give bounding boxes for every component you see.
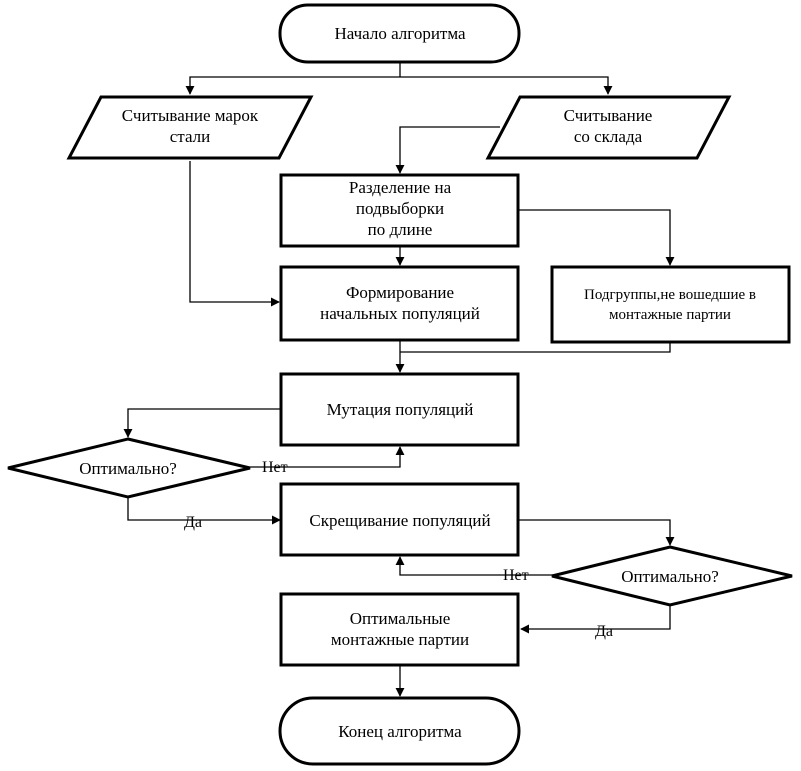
- crossover-label: Скрещивание популяций: [309, 511, 490, 530]
- read-grades-line-1: Считывание марок: [122, 106, 259, 125]
- node-optimal-2: Оптимально?: [551, 545, 793, 607]
- edge-label-no-2: Нет: [503, 567, 529, 584]
- split-line-3: по длине: [368, 220, 433, 239]
- start-label: Начало алгоритма: [334, 24, 466, 43]
- node-mutation: Мутация популяций: [279, 372, 520, 447]
- result-line-1: Оптимальные: [350, 609, 451, 628]
- end-label: Конец алгоритма: [338, 722, 462, 741]
- node-optimal-1: Оптимально?: [7, 437, 251, 499]
- split-line-1: Разделение на: [349, 178, 452, 197]
- node-start: Начало алгоритма: [278, 3, 521, 64]
- edge-grades-form: [189, 161, 280, 307]
- node-read-warehouse: Считывание со склада: [485, 95, 732, 160]
- edge-to-read-grades: [185, 76, 400, 95]
- edge-to-read-warehouse: [400, 76, 613, 95]
- mutation-label: Мутация популяций: [327, 400, 474, 419]
- node-crossover: Скрещивание популяций: [279, 482, 520, 557]
- edge-label-no-1: Нет: [262, 459, 288, 476]
- subgroups-line-2: монтажные партии: [609, 307, 731, 323]
- split-line-2: подвыборки: [356, 199, 444, 218]
- form-line-1: Формирование: [346, 283, 454, 302]
- subgroups-line-1: Подгруппы,не вошедшие в: [584, 287, 756, 303]
- node-split: Разделение на подвыборки по длине: [279, 173, 520, 248]
- edge-optimal1-no: [250, 446, 405, 468]
- edge-split-subgroups: [518, 209, 675, 266]
- node-form: Формирование начальных популяций: [279, 265, 520, 342]
- edge-warehouse-split: [395, 126, 500, 174]
- edges: [123, 62, 675, 697]
- read-grades-line-2: стали: [170, 127, 210, 146]
- node-end: Конец алгоритма: [278, 696, 521, 766]
- edge-mutation-optimal1: [123, 408, 281, 438]
- read-warehouse-line-2: со склада: [574, 127, 643, 146]
- edge-optimal2-no: [395, 556, 555, 576]
- node-read-grades: Считывание марок стали: [66, 95, 314, 160]
- node-result: Оптимальные монтажные партии: [279, 592, 520, 667]
- node-subgroups: Подгруппы,не вошедшие в монтажные партии: [550, 265, 791, 344]
- edge-label-yes-2: Да: [595, 623, 613, 640]
- edge-optimal2-yes: [520, 606, 671, 634]
- read-warehouse-line-1: Считывание: [564, 106, 653, 125]
- optimal-2-label: Оптимально?: [621, 567, 719, 586]
- optimal-1-label: Оптимально?: [79, 459, 177, 478]
- result-line-2: монтажные партии: [331, 630, 469, 649]
- edge-crossover-optimal2: [519, 519, 675, 546]
- form-line-2: начальных популяций: [320, 304, 480, 323]
- edge-subgroups-join: [400, 342, 671, 353]
- edge-optimal1-yes: [127, 498, 281, 525]
- edge-label-yes-1: Да: [184, 514, 202, 531]
